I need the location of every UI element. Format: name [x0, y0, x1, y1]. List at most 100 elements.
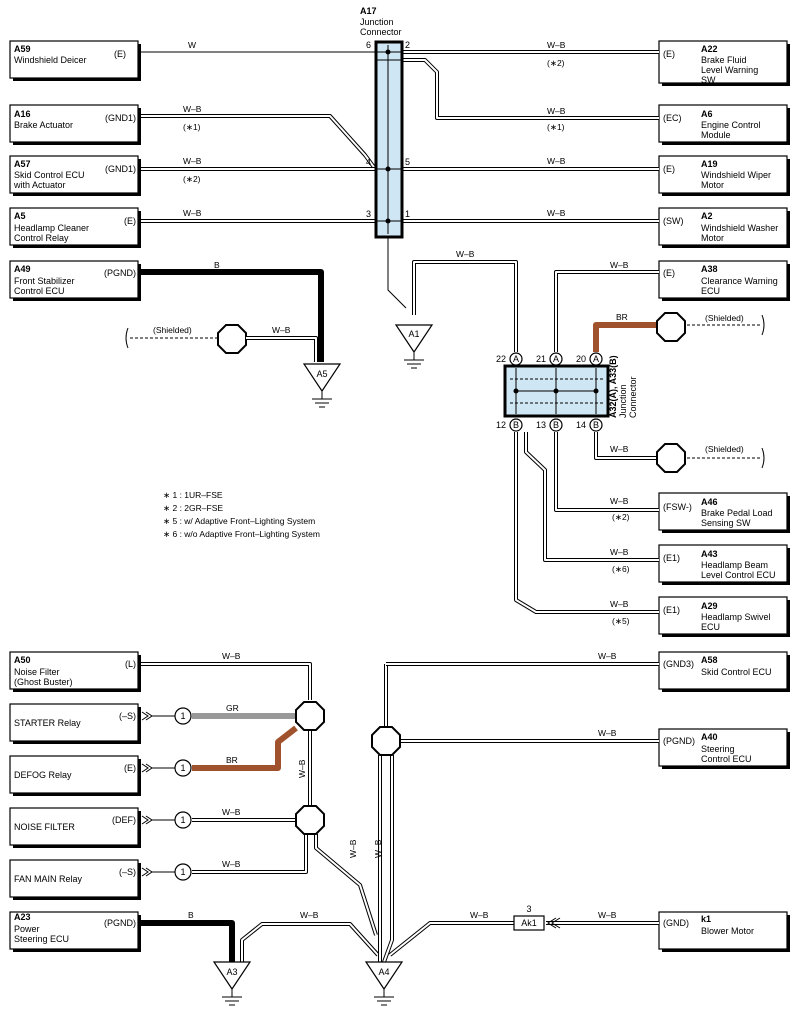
component-name: STARTER Relay — [14, 718, 81, 728]
wire-color-label: W–B — [610, 547, 629, 557]
pin-label: (E1) — [663, 605, 680, 615]
component-name: Blower Motor — [701, 926, 754, 936]
component-code: A58 — [701, 655, 718, 665]
component-a50: A50 Noise Filter (Ghost Buster) (L) — [9, 651, 141, 692]
component-name: Level Control ECU — [701, 570, 776, 580]
legend-item: ∗ 1 : 1UR–FSE — [163, 490, 223, 500]
component-name: Windshield Washer — [701, 223, 778, 233]
pin-label: (PGND) — [663, 736, 695, 746]
component-name: Skid Control ECU — [14, 170, 85, 180]
footnote-legend: ∗ 1 : 1UR–FSE ∗ 2 : 2GR–FSE ∗ 5 : w/ Ada… — [163, 490, 320, 539]
pin-label: (E) — [663, 49, 675, 59]
pin-label: (EC) — [663, 113, 682, 123]
connector-pin: 1 — [180, 867, 185, 877]
ground-label: A3 — [226, 967, 237, 977]
junction-title: Connector — [360, 27, 402, 37]
pin-label: (PGND) — [104, 918, 136, 928]
junction-connector-a17: A17 Junction Connector 6 2 4 5 3 1 — [360, 6, 410, 239]
component-name: Engine Control — [701, 120, 761, 130]
component-name: Motor — [701, 180, 724, 190]
pin-number: 21 — [536, 354, 546, 364]
legend-item: ∗ 6 : w/o Adaptive Front–Lighting System — [163, 529, 320, 539]
component-a5: A5 Headlamp Cleaner Control Relay (E) — [9, 207, 141, 248]
component-code: A22 — [701, 44, 718, 54]
junction-code: A17 — [360, 6, 377, 16]
connector-letter: A — [593, 354, 599, 364]
pin-label: (L) — [125, 659, 136, 669]
component-name: (Ghost Buster) — [14, 677, 73, 687]
wire-color-label: W–B — [547, 156, 566, 166]
wire-color-label: W–B — [456, 249, 475, 259]
component-a29: (E1) A29 Headlamp Swivel ECU — [658, 596, 790, 637]
wire-color-label: W–B — [547, 106, 566, 116]
component-code: A40 — [701, 732, 718, 742]
component-name: Windshield Wiper — [701, 170, 771, 180]
component-name: Module — [701, 130, 731, 140]
component-a6: (EC) A6 Engine Control Module — [658, 104, 790, 145]
inline-connectors-1: 1 1 1 1 — [141, 707, 192, 881]
connector-pin: 1 — [180, 815, 185, 825]
junction-connector-a32-a33: A A A B B B 22 21 20 12 13 14 A32(A), A3… — [496, 352, 638, 432]
pin-number: 14 — [576, 420, 586, 430]
wire-color-label: W–B — [222, 651, 241, 661]
component-a22: (E) A22 Brake Fluid Level Warning SW — [658, 40, 790, 86]
junction-code: A32(A), A33(B) — [608, 355, 618, 418]
shielded-wire-right-top: (Shielded) — [656, 312, 765, 342]
footnote-ref: (∗2) — [547, 58, 565, 68]
shielded-label: (Shielded) — [705, 313, 744, 323]
component-name: Motor — [701, 233, 724, 243]
component-fan-main-relay: FAN MAIN Relay (–S) — [9, 859, 141, 900]
wire-color-label: W–B — [183, 208, 202, 218]
component-name: Level Warning — [701, 65, 758, 75]
component-name: Front Stabilizer — [14, 276, 75, 286]
component-name: Headlamp Beam — [701, 560, 768, 570]
wire-color-label: W–B — [598, 651, 617, 661]
pin-label: (DEF) — [112, 815, 136, 825]
ground-label: A4 — [378, 967, 389, 977]
wires-a32 — [514, 270, 659, 614]
shielded-label: (Shielded) — [705, 444, 744, 454]
wire-color-label: W–B — [610, 260, 629, 270]
wire-color-label: W–B — [297, 759, 307, 778]
wire-color-label: GR — [226, 703, 239, 713]
wire-color-label: W–B — [598, 910, 617, 920]
wire-color-label: W–B — [222, 807, 241, 817]
junction-title: Connector — [628, 376, 638, 418]
component-a38: (E) A38 Clearance Warning ECU — [658, 260, 790, 301]
component-code: A5 — [14, 211, 26, 221]
footnote-ref: (∗2) — [183, 174, 201, 184]
connector-pin: 3 — [526, 904, 531, 914]
component-name: Brake Fluid — [701, 55, 747, 65]
component-code: A19 — [701, 159, 718, 169]
component-name: Sensing SW — [701, 518, 751, 528]
footnote-ref: (∗5) — [612, 616, 630, 626]
component-code: A43 — [701, 549, 718, 559]
footnote-ref: (∗6) — [612, 564, 630, 574]
component-code: A38 — [701, 264, 718, 274]
wire-color-label: W–B — [348, 839, 358, 858]
component-a49: A49 Front Stabilizer Control ECU (PGND) — [9, 260, 141, 301]
pin-label: (GND1) — [105, 164, 136, 174]
wire-color-label: B — [214, 260, 220, 270]
footnote-ref: (∗1) — [547, 122, 565, 132]
pin-number: 6 — [366, 40, 371, 50]
component-a2: (SW) A2 Windshield Washer Motor — [658, 207, 790, 248]
connector-letter: B — [553, 420, 559, 430]
pin-label: (E) — [114, 49, 126, 59]
component-starter-relay: STARTER Relay (–S) — [9, 703, 141, 744]
component-code: A57 — [14, 159, 31, 169]
connector-label: Ak1 — [521, 918, 537, 928]
pin-label: (–S) — [119, 867, 136, 877]
component-a40: (PGND) A40 Steering Control ECU — [658, 728, 790, 769]
legend-item: ∗ 5 : w/ Adaptive Front–Lighting System — [163, 516, 315, 526]
wire-color-label: W–B — [610, 444, 629, 454]
component-name: SW — [701, 75, 716, 85]
component-name: NOISE FILTER — [14, 822, 75, 832]
junction-title: Junction — [360, 17, 394, 27]
shielded-wire-right-bottom: (Shielded) — [656, 443, 765, 473]
pin-number: 22 — [496, 354, 506, 364]
component-noise-filter: NOISE FILTER (DEF) — [9, 807, 141, 848]
component-code: A29 — [701, 601, 718, 611]
ground-label: A1 — [408, 329, 419, 339]
